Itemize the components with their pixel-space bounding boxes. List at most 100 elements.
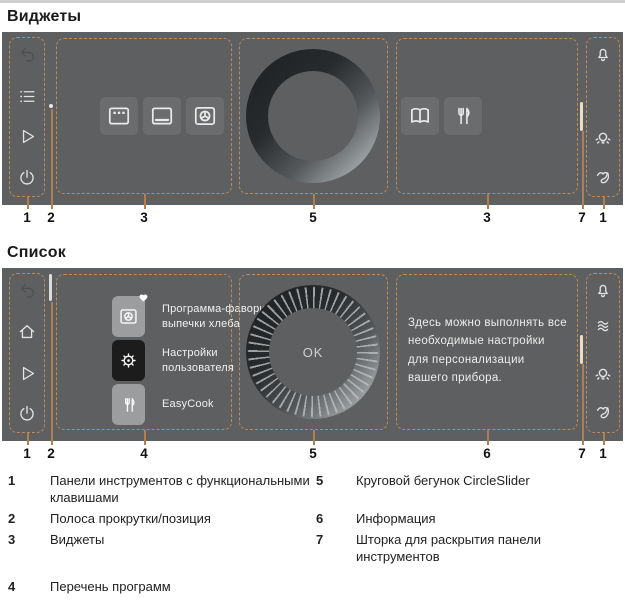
cookbook-icon <box>407 103 433 129</box>
callout-numbers-row: 1 2 3 5 3 7 1 <box>2 210 623 229</box>
list-icon[interactable] <box>18 87 37 106</box>
knob-ok-label: OK <box>302 344 324 360</box>
callout-number: 1 <box>23 210 31 225</box>
oven-grill-icon <box>106 103 132 129</box>
toolbar-shutter-handle[interactable] <box>580 335 583 364</box>
widget-cutlery-button[interactable] <box>444 97 482 135</box>
page-top-rule <box>0 0 625 3</box>
section-title-widgets: Виджеты <box>7 8 82 25</box>
widget-cookbook-button[interactable] <box>401 97 439 135</box>
callout-line <box>313 430 315 445</box>
callout-line <box>603 197 605 209</box>
widgets-figure: 1 2 3 5 3 7 1 <box>2 32 623 229</box>
undo-icon[interactable] <box>18 46 37 65</box>
bell-icon[interactable] <box>593 280 613 300</box>
program-item-settings[interactable]: Настройки пользователя <box>112 340 292 381</box>
widgets-panel <box>2 32 623 205</box>
home-icon[interactable] <box>17 322 37 342</box>
legend-number: 3 <box>8 531 16 547</box>
program-item-easycook[interactable]: EasyCook <box>112 384 292 425</box>
toolbar-shutter-handle[interactable] <box>580 102 583 131</box>
circle-slider-area <box>239 274 388 430</box>
legend-number: 1 <box>8 473 16 488</box>
play-icon[interactable] <box>18 127 37 146</box>
callout-number: 2 <box>47 446 55 461</box>
callout-number: 3 <box>483 210 491 225</box>
circle-slider-knob[interactable] <box>246 49 380 183</box>
widget-oven-bottom-heat-button[interactable] <box>143 97 181 135</box>
callout-line <box>487 194 489 209</box>
child-lock-icon[interactable] <box>593 403 613 423</box>
play-icon[interactable] <box>18 364 37 383</box>
info-area: Здесь можно выполнять все необходимые на… <box>396 274 578 430</box>
child-lock-icon[interactable] <box>593 168 613 188</box>
program-label: Настройки пользователя <box>162 346 235 374</box>
legend-number: 7 <box>316 531 324 547</box>
legend-number: 2 <box>8 510 16 526</box>
callout-number: 4 <box>140 446 148 461</box>
legend-number: 4 <box>8 579 16 595</box>
widgets-area-left <box>56 38 232 194</box>
power-icon[interactable] <box>17 404 37 424</box>
callout-line <box>27 433 29 445</box>
callout-number: 5 <box>309 446 317 461</box>
program-tile <box>112 296 145 337</box>
right-toolbar <box>586 273 620 433</box>
legend-number: 6 <box>316 510 324 526</box>
scroll-position-indicator[interactable] <box>49 104 53 108</box>
legend-number: 5 <box>316 473 324 488</box>
callout-line <box>144 194 146 209</box>
hot-air-icon <box>118 306 139 327</box>
light-icon[interactable] <box>593 128 614 149</box>
oven-bottom-heat-icon <box>149 103 175 129</box>
callout-line <box>603 433 605 445</box>
callout-number: 2 <box>47 210 55 225</box>
callout-line <box>51 109 53 209</box>
callout-numbers-row: 1 2 4 5 6 7 1 <box>2 446 623 465</box>
knob-hole <box>268 71 358 161</box>
widgets-area-right <box>396 38 578 194</box>
callout-line <box>27 197 29 209</box>
cutlery-icon <box>451 104 475 128</box>
legend-label: Перечень программ <box>50 579 171 595</box>
callout-number: 1 <box>599 446 607 461</box>
hot-air-icon <box>192 103 218 129</box>
list-panel: Программа-фаворит выпечки хлеба Настройк… <box>2 268 623 441</box>
gear-icon <box>118 350 139 371</box>
widget-oven-grill-button[interactable] <box>100 97 138 135</box>
legend-label: Виджеты <box>50 531 105 547</box>
left-toolbar <box>9 37 45 197</box>
section-title-list: Список <box>7 244 66 261</box>
steam-icon[interactable] <box>593 316 613 336</box>
legend-label: Круговой бегунок CircleSlider <box>356 473 530 488</box>
legend-label: Информация <box>356 510 436 526</box>
callout-line <box>144 430 146 445</box>
program-tile <box>112 384 145 425</box>
light-icon[interactable] <box>593 364 614 385</box>
knob-hole <box>269 308 357 396</box>
program-list-area: Программа-фаворит выпечки хлеба Настройк… <box>56 274 271 430</box>
legend-label: Полоса прокрутки/позиция <box>50 510 211 526</box>
favorite-heart-icon <box>138 292 149 302</box>
undo-icon[interactable] <box>18 282 37 301</box>
circle-slider-area <box>239 38 388 194</box>
callout-line <box>582 131 584 209</box>
program-tile <box>112 340 145 381</box>
legend-label: Шторка для раскрытия панели инструментов <box>356 531 542 564</box>
callout-number: 6 <box>483 446 491 461</box>
callout-line <box>313 194 315 209</box>
program-label: EasyCook <box>162 398 214 411</box>
circle-slider-knob[interactable]: OK <box>246 285 380 419</box>
legend-label: Панели инструментов с функциональными кл… <box>50 473 310 505</box>
left-toolbar <box>9 273 45 433</box>
callout-number: 1 <box>23 446 31 461</box>
list-figure: Программа-фаворит выпечки хлеба Настройк… <box>2 268 623 465</box>
program-item-favorite[interactable]: Программа-фаворит выпечки хлеба <box>112 296 292 337</box>
scroll-position-bar[interactable] <box>49 274 52 301</box>
power-icon[interactable] <box>17 168 37 188</box>
cutlery-icon <box>119 395 139 415</box>
widget-hot-air-button[interactable] <box>186 97 224 135</box>
right-toolbar <box>586 37 620 197</box>
callout-line <box>51 302 53 445</box>
bell-icon[interactable] <box>593 44 613 64</box>
